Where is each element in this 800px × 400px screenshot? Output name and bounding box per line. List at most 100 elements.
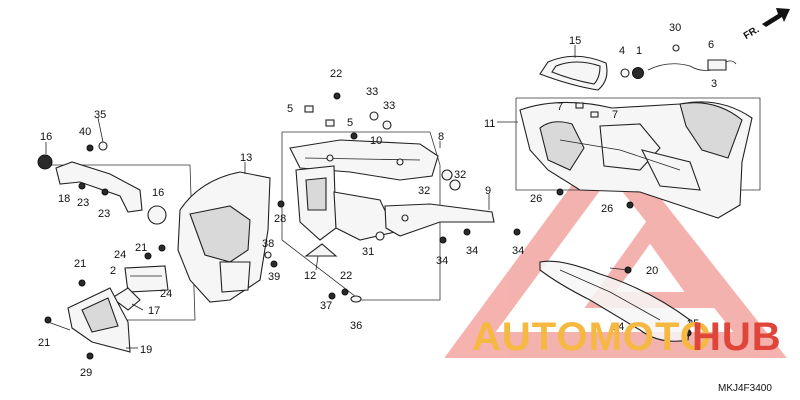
frame-bracket-center	[281, 131, 441, 301]
callout-11: 11	[484, 118, 495, 130]
part-1-grommet	[632, 67, 644, 79]
callout-34b: 34	[466, 245, 478, 257]
callout-20: 20	[646, 265, 658, 277]
part-21-bolt-mid	[158, 244, 166, 252]
callout-10: 10	[370, 135, 382, 147]
part-14-lower-cowl	[539, 260, 691, 342]
callout-17: 17	[148, 305, 160, 317]
part-5-clip-a	[304, 105, 314, 113]
callout-16a: 16	[40, 131, 52, 143]
part-22-bolt-top	[333, 92, 341, 100]
callout-15: 15	[569, 35, 581, 47]
part-2-license-light	[124, 265, 169, 293]
leader-lines	[45, 45, 629, 349]
part-26-screw-b	[626, 201, 634, 209]
callout-39: 39	[268, 271, 280, 283]
part-25-screw	[684, 329, 692, 337]
callout-1: 1	[636, 45, 642, 57]
callout-16b: 16	[152, 187, 164, 199]
watermark-text: AUTOMOTO HUB	[472, 315, 782, 359]
part-23-nut-a	[78, 182, 86, 190]
callout-36: 36	[350, 320, 362, 332]
callout-22a: 22	[330, 68, 342, 80]
callout-5a: 5	[287, 103, 293, 115]
part-35-grommet	[98, 141, 108, 151]
callout-40: 40	[79, 126, 91, 138]
callout-7a: 7	[557, 101, 563, 113]
callout-8: 8	[438, 131, 444, 143]
callout-12: 12	[304, 270, 316, 282]
callout-7b: 7	[612, 109, 618, 121]
front-direction-indicator: FR.	[742, 8, 790, 42]
part-34-bolt-a	[439, 236, 447, 244]
callout-35: 35	[94, 109, 106, 121]
part-13-rear-fender	[177, 171, 271, 303]
callout-34a: 34	[436, 255, 448, 267]
part-16-reflector-right	[147, 205, 167, 225]
part-16-reflector-left	[37, 154, 53, 170]
callout-28: 28	[274, 213, 286, 225]
callout-24b: 24	[160, 288, 172, 300]
diagram-code: MKJ4F3400	[718, 383, 772, 394]
callout-29: 29	[80, 367, 92, 379]
callout-34c: 34	[512, 245, 524, 257]
frame-bracket-upper-right	[515, 97, 761, 191]
front-arrow-icon	[762, 8, 790, 27]
part-9-mount-bracket	[384, 203, 495, 237]
part-40-bolt	[86, 144, 94, 152]
callout-33b: 33	[383, 100, 395, 112]
callout-33a: 33	[366, 86, 378, 98]
callout-21c: 21	[38, 337, 50, 349]
callout-26a: 26	[530, 193, 542, 205]
callout-2: 2	[110, 265, 116, 277]
part-24-nut-a	[144, 252, 152, 260]
part-33-nut-b	[382, 120, 392, 130]
part-21-bolt-b	[78, 279, 86, 287]
callout-19: 19	[140, 344, 152, 356]
part-34-bolt-b	[463, 228, 471, 236]
part-38-collar	[264, 251, 272, 259]
part-28-clip	[277, 200, 285, 208]
part-34-bolt-c	[513, 228, 521, 236]
part-37-bolt	[328, 292, 336, 300]
callout-22b: 22	[340, 270, 352, 282]
part-23-nut-b	[101, 188, 109, 196]
part-5-clip-b	[325, 119, 335, 127]
part-12-bracket	[304, 243, 338, 257]
part-22-bolt-low	[341, 288, 349, 296]
part-19-license-bracket	[67, 287, 131, 353]
part-26-screw-a	[556, 188, 564, 196]
callout-26b: 26	[601, 203, 613, 215]
callout-21b: 21	[135, 242, 147, 254]
watermark-text-automoto: AUTOMOTO	[472, 315, 712, 359]
part-11-inner-fender-tray	[519, 101, 753, 219]
callout-13: 13	[240, 152, 252, 164]
part-29-nut	[86, 352, 94, 360]
callout-9: 9	[485, 185, 491, 197]
callout-32a: 32	[454, 169, 466, 181]
part-18-reflector-bracket	[55, 161, 143, 213]
part-3-harness	[647, 44, 737, 71]
callout-30: 30	[669, 22, 681, 34]
callout-31: 31	[362, 246, 374, 258]
callout-23a: 23	[77, 197, 89, 209]
callout-labels: 1 2 3 4 5 5 6 7 7 8 9 10 11 12 13 14 15 …	[38, 22, 717, 379]
part-21-bolt-a	[44, 316, 52, 324]
callout-24a: 24	[114, 249, 126, 261]
callout-37: 37	[320, 300, 332, 312]
callout-21a: 21	[74, 258, 86, 270]
callout-25: 25	[687, 318, 699, 330]
part-39-bolt	[270, 260, 278, 268]
callout-32b: 32	[418, 185, 430, 197]
rear-frame-plate	[295, 165, 396, 241]
callout-6: 6	[708, 39, 714, 51]
watermark-text-hub: HUB	[692, 315, 782, 359]
callout-14: 14	[612, 321, 624, 333]
part-15-lens-cover	[539, 55, 608, 91]
callout-5b: 5	[347, 117, 353, 129]
callout-23b: 23	[98, 208, 110, 220]
part-36-nut	[350, 295, 362, 303]
front-direction-label: FR.	[742, 24, 762, 42]
